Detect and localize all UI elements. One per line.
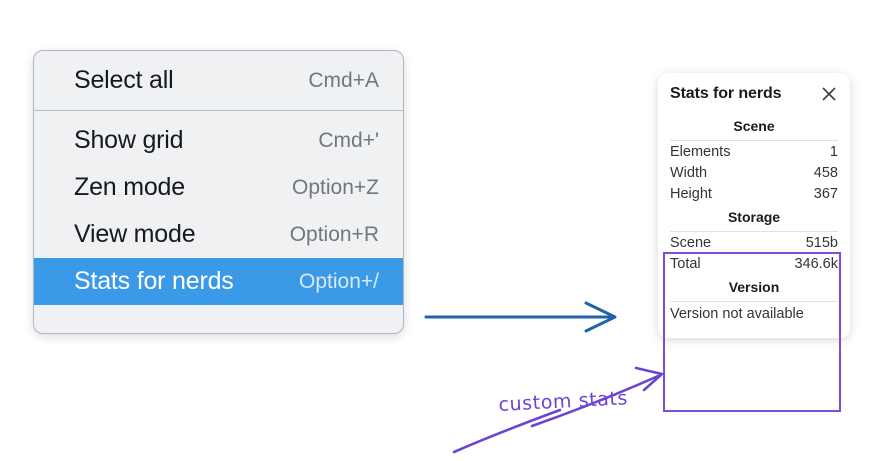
menu-item-shortcut: Option+Z [292,175,379,199]
stats-row-storage-total: Total 346.6k [670,253,838,274]
menu-item-select-all[interactable]: Select all Cmd+A [34,57,403,104]
menu-item-label: Stats for nerds [74,267,234,295]
purple-underline-annotation [452,408,562,454]
stats-section-header-storage: Storage [670,204,838,232]
menu-item-label: Zen mode [74,173,185,201]
menu-item-label: Show grid [74,126,184,154]
stats-row-label: Total [670,256,701,272]
stats-row-label: Width [670,165,708,181]
stats-row-value: 346.6k [794,256,838,272]
stats-row-value: 515b [805,235,838,251]
menu-item-view-mode[interactable]: View mode Option+R [34,211,403,258]
stats-row-storage-scene: Scene 515b [670,232,838,253]
purple-arrow-annotation [530,366,664,428]
stats-row-value: 1 [829,144,838,160]
close-icon[interactable] [820,85,838,103]
menu-item-stats-for-nerds[interactable]: Stats for nerds Option+/ [34,258,403,305]
stats-panel-header: Stats for nerds [670,83,838,113]
menu-item-label: View mode [74,220,196,248]
stats-section-header-version: Version [670,274,838,302]
menu-bottom-spacer [34,305,403,327]
menu-item-zen-mode[interactable]: Zen mode Option+Z [34,164,403,211]
stats-panel-title: Stats for nerds [670,85,782,102]
menu-section-1: Select all Cmd+A [34,51,403,110]
stats-row-label: Scene [670,235,712,251]
menu-item-shortcut: Cmd+' [318,128,379,152]
stats-row-label: Elements [670,144,731,160]
stats-version-note: Version not available [670,306,804,322]
blue-arrow-annotation [424,301,617,333]
menu-item-shortcut: Cmd+A [308,68,379,92]
stats-row-label: Height [670,186,712,202]
stats-section-header-scene: Scene [670,113,838,141]
menu-item-shortcut: Option+/ [299,269,379,293]
stats-for-nerds-panel: Stats for nerds Scene Elements 1 Width 4… [658,73,850,338]
menu-item-shortcut: Option+R [289,222,379,246]
stats-row-value: 367 [813,186,838,202]
stats-row-width: Width 458 [670,162,838,183]
stats-row-height: Height 367 [670,183,838,204]
menu-section-2: Show grid Cmd+' Zen mode Option+Z View m… [34,110,403,333]
context-menu[interactable]: Select all Cmd+A Show grid Cmd+' Zen mod… [33,50,404,334]
stats-row-elements: Elements 1 [670,141,838,162]
menu-item-show-grid[interactable]: Show grid Cmd+' [34,117,403,164]
menu-item-label: Select all [74,66,174,94]
stats-row-value: 458 [813,165,838,181]
